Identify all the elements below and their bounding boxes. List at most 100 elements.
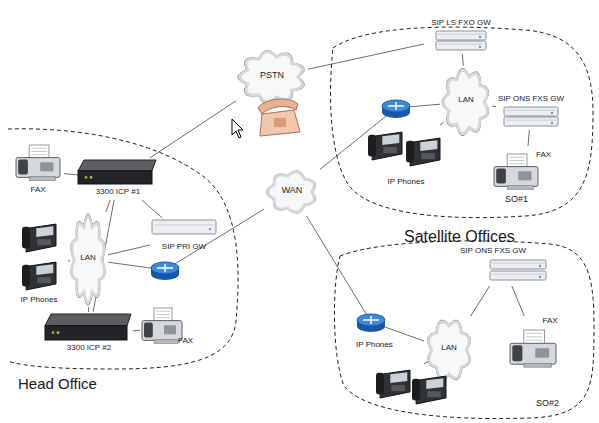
node-label: LAN — [440, 95, 492, 104]
connector-line — [108, 209, 264, 270]
shape-part — [526, 333, 542, 334]
connector-line — [512, 286, 525, 316]
connector-line — [471, 286, 490, 316]
shape-part — [492, 263, 544, 264]
node-shape — [504, 316, 568, 372]
shape-part — [506, 110, 556, 111]
node-label: Head Office — [18, 375, 158, 392]
phones-node: IP Phones — [350, 338, 454, 414]
shape-part — [426, 378, 443, 389]
shape-part — [78, 171, 152, 184]
phones-node: IP Phones — [8, 218, 70, 308]
shape-part — [36, 264, 53, 275]
shape-part — [494, 167, 538, 187]
shape-part — [26, 262, 56, 290]
shape-part — [31, 148, 46, 149]
shape-part — [535, 348, 549, 358]
shape-part — [551, 112, 553, 114]
shape-part — [479, 36, 481, 38]
node-shape — [140, 306, 204, 350]
shape-part — [391, 385, 405, 391]
telephone-keypad — [274, 118, 286, 127]
telephone-handset — [258, 99, 298, 114]
shape-part — [154, 224, 214, 225]
cloud-node: PSTN — [236, 48, 308, 106]
router-side — [151, 268, 179, 274]
shape-part — [539, 265, 541, 267]
node-label: SIP LS FXO GW — [424, 18, 498, 27]
shape-part — [18, 159, 28, 174]
node-label: FAX — [178, 336, 204, 345]
shape-part — [436, 41, 486, 50]
office-region: SO#1SIP LS FXO GWLANSIP ONS FXS GWIP Pho… — [325, 22, 597, 220]
shape-part — [479, 46, 481, 48]
controller-node: 3300 ICP #1 — [78, 158, 158, 200]
shape-part — [26, 224, 56, 252]
shape-part — [37, 277, 51, 283]
fax-node: FAX — [504, 316, 568, 372]
cloud-node: WAN — [264, 168, 320, 216]
shape-part — [382, 134, 399, 145]
node-label: 3300 ICP #2 — [45, 343, 133, 352]
shape-part — [416, 376, 446, 404]
shape-part — [390, 372, 407, 383]
shape-part — [144, 322, 153, 337]
shape-part — [539, 276, 541, 278]
node-label: PSTN — [236, 70, 308, 80]
shape-part — [52, 331, 55, 334]
router-icon — [357, 314, 385, 332]
router-top — [357, 314, 385, 326]
fax-node: FAX — [12, 145, 64, 197]
router-icon — [151, 262, 179, 280]
shape-part — [410, 138, 440, 166]
shape-part — [551, 122, 553, 124]
shape-part — [506, 120, 556, 121]
connector-line — [492, 106, 496, 108]
router-base — [357, 320, 385, 332]
shape-part — [85, 176, 88, 179]
connector-line — [133, 330, 140, 332]
shape-part — [57, 331, 60, 334]
shape-part — [40, 162, 53, 171]
cloud-node: LAN — [68, 212, 108, 307]
gateway-node: SIP ONS FXS GW — [496, 94, 566, 130]
router-side — [382, 106, 410, 112]
node-label: 3300 ICP #1 — [78, 187, 158, 196]
shape-part — [31, 154, 46, 155]
shape-part — [512, 345, 522, 361]
node-label: SIP PRI GW — [150, 242, 218, 251]
shape-part — [526, 340, 542, 341]
shape-part — [45, 326, 127, 340]
cloud-node: LAN — [424, 316, 474, 384]
fax-node: FAX — [494, 146, 558, 192]
node-label: LAN — [68, 253, 108, 262]
connector-line — [68, 260, 70, 261]
shape-part — [507, 186, 533, 190]
shape-part — [22, 265, 30, 287]
shape-part — [509, 160, 524, 161]
shape-part — [490, 271, 546, 280]
shape-part — [504, 107, 558, 116]
shape-part — [383, 147, 397, 153]
shape-part — [45, 314, 131, 326]
node-label: SIP ONS FXS GW — [496, 94, 566, 103]
node-label: FAX — [532, 316, 568, 325]
shape-part — [334, 241, 594, 419]
shape-part — [510, 343, 556, 364]
gateway-node: SIP ONS FXS GW — [456, 244, 550, 286]
router-top — [151, 262, 179, 274]
connector-line — [440, 122, 444, 125]
shape-part — [524, 363, 552, 367]
shape-part — [37, 239, 51, 245]
router-arrows — [157, 264, 173, 272]
node-shape — [8, 218, 70, 308]
node-label: IP Phones — [8, 295, 70, 304]
connector-line — [108, 245, 150, 255]
node-label: SO#1 — [505, 194, 545, 204]
mouse-cursor — [232, 119, 243, 138]
router-arrows — [363, 316, 379, 324]
shape-part — [209, 228, 211, 230]
shape-part — [8, 129, 238, 369]
node-label: IP Phones — [356, 340, 416, 349]
